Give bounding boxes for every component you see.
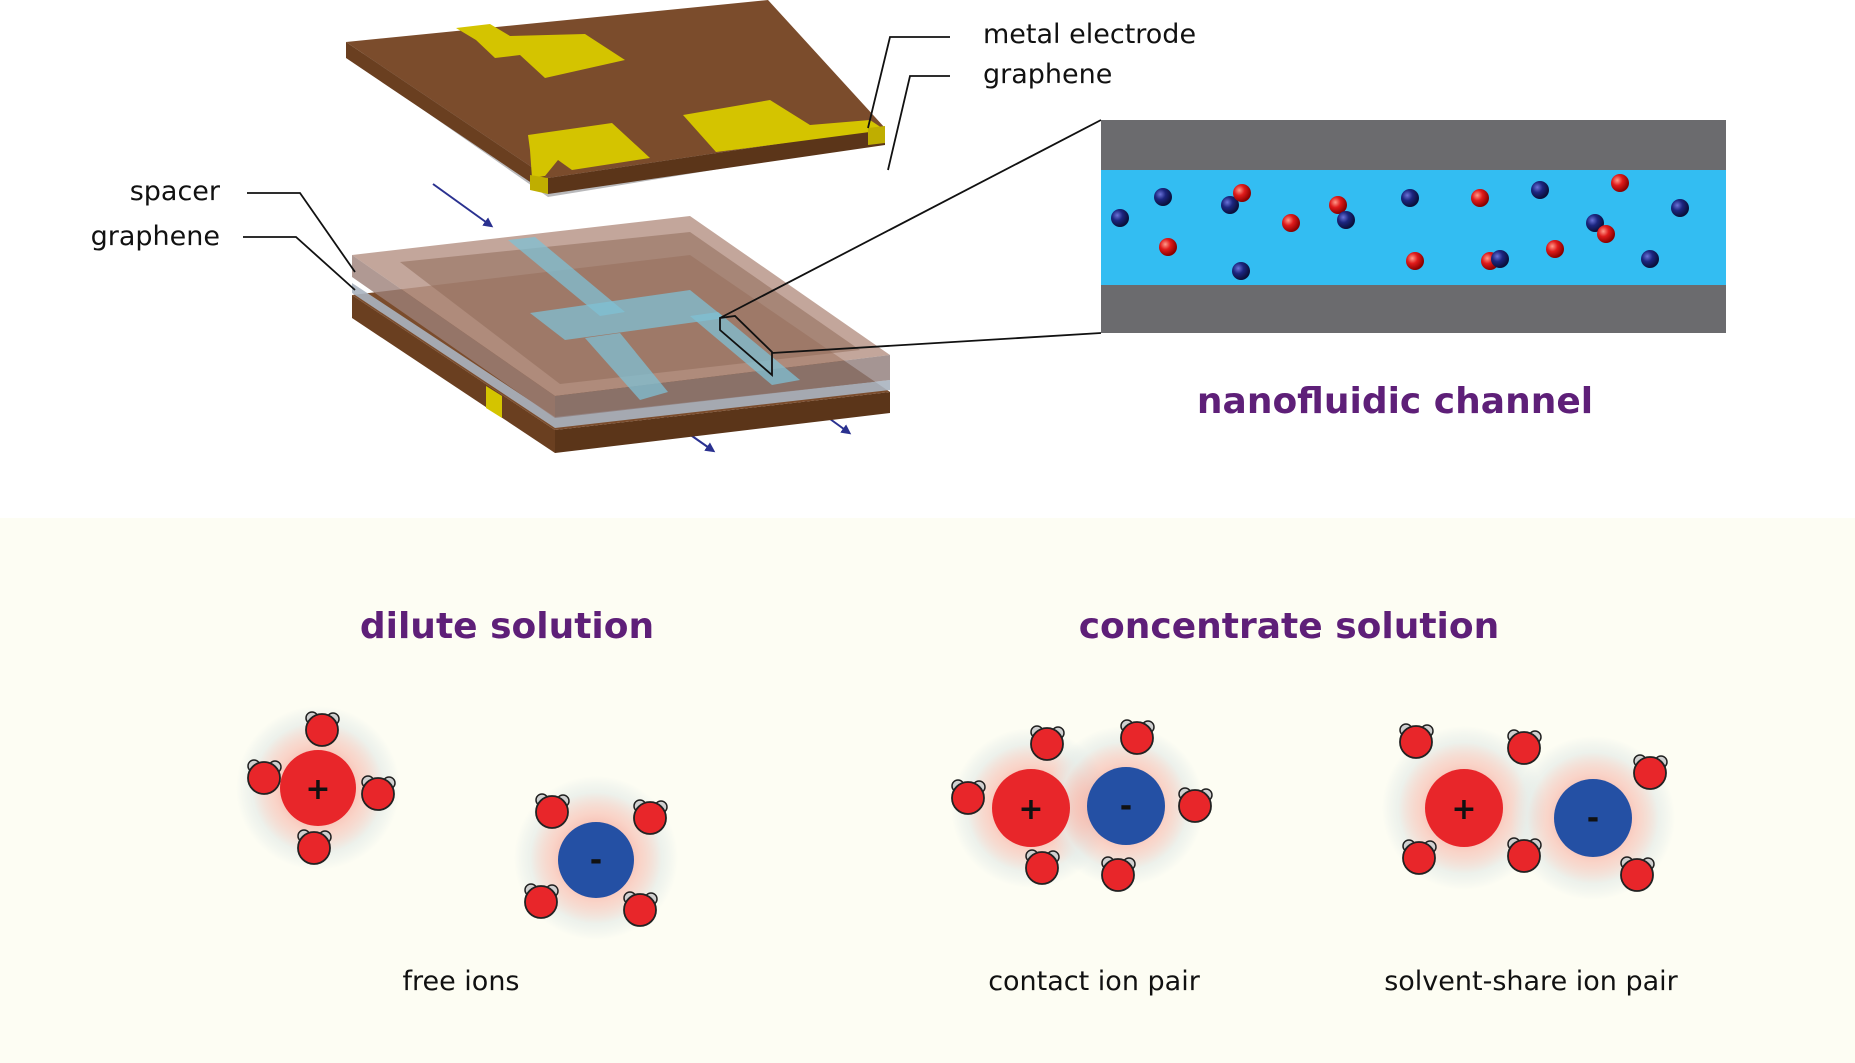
bottom-substrate-front [352,295,555,453]
top-plate-substrate-side [548,128,885,194]
graphene-bottom-label: graphene [91,221,220,252]
metal-electrode-label: metal electrode [983,19,1196,50]
cation-particle [1611,174,1629,192]
graphene-bottom-leader [243,236,356,291]
anion-core [1554,779,1632,857]
anion-core [1087,767,1165,845]
anion-particle [1221,196,1239,214]
water-molecule [1633,754,1668,790]
right-electrode-edge [868,126,885,145]
water-molecule [305,711,340,747]
zoom-connector-top [719,119,1102,319]
spacer-side [555,355,890,418]
cation-particle [1406,252,1424,270]
water-molecule [623,891,658,927]
contact-ion-pair-caption: contact ion pair [988,966,1201,997]
concentrate-solution-heading: concentrate solution [1079,606,1500,647]
cation-core [992,769,1070,847]
free-ions-caption: free ions [402,966,519,997]
water-molecule [535,793,570,829]
anion-particle [1641,250,1659,268]
zoom-connector-bottom [771,332,1102,354]
solvent-share-ion-pair: + - [1382,723,1675,900]
water-molecule [633,799,668,835]
cation-core [280,750,356,826]
left-electrode-pad [528,123,650,178]
anion-particle [1491,250,1509,268]
free-anion: - [514,776,678,940]
cation-particle [1597,225,1615,243]
water-molecule [524,883,559,919]
anion-particle [1401,189,1419,207]
bottom-electrode-contact [486,386,502,418]
channel-crossbar [530,290,725,340]
water-molecule [1507,729,1542,765]
bottom-substrate-side [555,392,890,453]
left-electrode-edge [530,175,548,194]
inlet-flow-arrow [432,183,494,228]
anion-core [558,822,634,898]
cation-particle [1282,214,1300,232]
water-molecule [1120,719,1155,755]
nanofluidic-channel-zoom [1101,120,1726,333]
channel-bottom-wall [1101,285,1726,333]
water-molecule [1402,839,1437,875]
metal-electrode-leader [867,36,950,129]
anion-sign: - [590,843,602,878]
spacer-front [352,255,555,418]
contact-ion-pair: + - [951,719,1213,892]
anion-particle [1111,209,1129,227]
dilute-solution-heading: dilute solution [360,606,654,647]
top-plate [346,0,885,197]
anion-sign: - [1120,789,1132,824]
channel-heading: nanofluidic channel [1197,381,1593,422]
graphene-top-leader [887,75,950,171]
free-cation: + [236,706,400,870]
spacer-leader [247,192,356,273]
channel-inlet-segment [508,237,625,316]
water-molecule [1025,849,1060,885]
anion-particle [1154,188,1172,206]
zoom-region-outline [719,315,773,377]
water-molecule [951,779,986,815]
water-molecule [361,775,396,811]
cation-core [1425,769,1503,847]
ion-particles [1111,174,1689,280]
water-molecule [1620,856,1655,892]
cation-particle [1233,184,1251,202]
water-molecule [247,759,282,795]
water-molecule [1178,787,1213,823]
cation-particle [1159,238,1177,256]
solvent-share-ion-pair-caption: solvent-share ion pair [1384,966,1678,997]
cation-particle [1546,240,1564,258]
top-plate-substrate-front [346,42,548,194]
anion-sign: - [1587,801,1599,836]
cation-sign: + [305,772,330,807]
water-molecule [1101,856,1136,892]
bottom-graphene-layer [352,283,890,428]
anion-particle [1671,199,1689,217]
anion-particle [1232,262,1250,280]
top-electrode-pad [456,24,625,78]
graphene-top-label: graphene [983,59,1112,90]
water-molecule [1030,725,1065,761]
cation-particle [1329,196,1347,214]
water-molecule [1399,723,1434,759]
cation-sign: + [1451,792,1476,827]
anion-particle [1586,214,1604,232]
anion-particle [1337,211,1355,229]
bottom-plate [352,216,890,453]
spacer-label: spacer [130,176,221,207]
anion-particle [1531,181,1549,199]
water-molecule [1507,837,1542,873]
water-molecule [297,829,332,865]
cation-particle [1471,189,1489,207]
channel-outlet-left [585,333,668,400]
channel-top-wall [1101,120,1726,170]
right-electrode-pad [683,100,885,152]
cation-sign: + [1018,792,1043,827]
